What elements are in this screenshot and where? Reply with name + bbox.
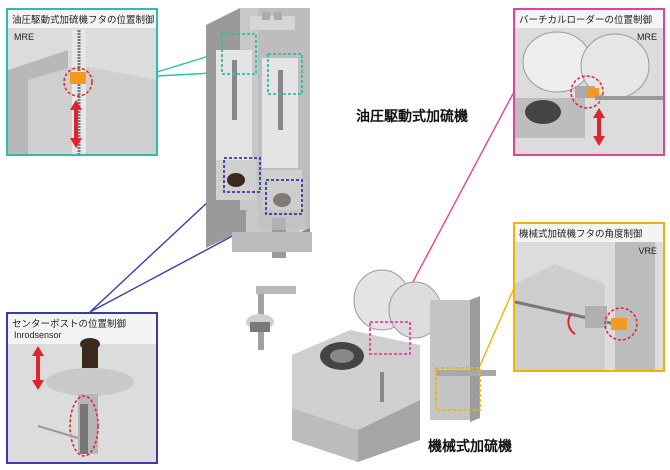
callout-center-post: センターポストの位置制御 Inrodsensor <box>6 312 158 464</box>
hydraulic-vulcanizer <box>206 8 312 258</box>
sensor-label: MRE <box>14 32 34 42</box>
sensor-label: VRE <box>638 246 657 256</box>
hydraulic-machine-label: 油圧駆動式加硫機 <box>356 109 468 125</box>
sensor-label: Inrodsensor <box>14 330 62 340</box>
callout-title: 機械式加硫機フタの角度制御 <box>519 226 645 240</box>
connector-line-center-post <box>89 185 226 313</box>
mechanical-machine-label: 機械式加硫機 <box>428 439 512 455</box>
callout-hydraulic-lid: 油圧駆動式加硫機フタの位置制御 MRE <box>6 8 158 156</box>
callout-title: センターポストの位置制御 <box>12 316 129 330</box>
callout-title: バーチカルローダーの位置制御 <box>519 12 655 26</box>
callout-vertical-loader: バーチカルローダーの位置制御 MRE <box>513 8 665 156</box>
callout-title: 油圧駆動式加硫機フタの位置制御 <box>12 12 156 26</box>
mechanical-vulcanizer <box>246 269 496 462</box>
connector-line-angle <box>477 285 516 371</box>
callout-mechanical-lid-angle: 機械式加硫機フタの角度制御 VRE <box>513 222 665 372</box>
sensor-label: MRE <box>637 32 657 42</box>
